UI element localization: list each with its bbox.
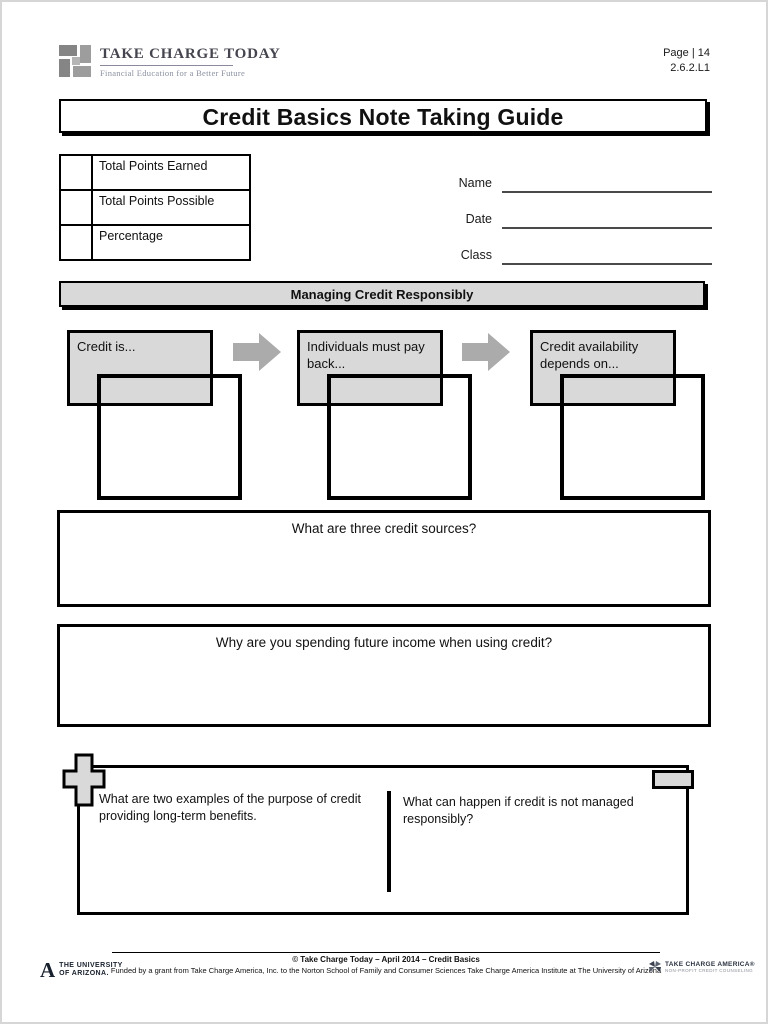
plus-icon — [62, 753, 106, 807]
name-label: Name — [458, 176, 492, 190]
percentage-label: Percentage — [91, 224, 251, 261]
ua-block-a-icon: A — [40, 958, 56, 982]
take-charge-america-logo: TAKE CHARGE AMERICA® NON-PROFIT CREDIT C… — [648, 960, 755, 974]
arrow-right-icon — [462, 333, 510, 371]
brand-logo: TAKE CHARGE TODAY Financial Education fo… — [58, 44, 281, 78]
question-long-term-benefits: What are two examples of the purpose of … — [99, 792, 361, 823]
page-info: Page | 14 2.6.2.L1 — [663, 46, 710, 76]
answer-box-must-pay-back — [327, 374, 472, 500]
footer-funding: Funded by a grant from Take Charge Ameri… — [110, 966, 662, 975]
minus-icon — [652, 770, 694, 789]
flow-box-credit-is: Credit is... — [67, 330, 213, 406]
class-label: Class — [460, 248, 492, 262]
tca-pinwheel-icon — [649, 961, 661, 972]
points-earned-label: Total Points Earned — [91, 154, 251, 191]
pros-cons-box — [77, 765, 689, 915]
class-blank-line — [502, 263, 712, 265]
page-title: Credit Basics Note Taking Guide — [59, 99, 707, 133]
percentage-blank-cell — [59, 224, 93, 261]
name-blank-line — [502, 191, 712, 193]
date-label: Date — [465, 212, 492, 226]
date-blank-line — [502, 227, 712, 229]
brand-rule — [100, 65, 233, 66]
university-of-arizona-logo: A THE UNIVERSITY OF ARIZONA. — [40, 959, 123, 981]
points-possible-blank-cell — [59, 189, 93, 226]
points-possible-label: Total Points Possible — [91, 189, 251, 226]
ua-name-line1: THE UNIVERSITY — [59, 962, 123, 969]
score-table: Total Points Earned Total Points Possibl… — [59, 154, 251, 261]
question-box-credit-sources: What are three credit sources? — [57, 510, 711, 607]
arrow-right-icon — [233, 333, 281, 371]
footer-rule — [112, 952, 660, 953]
section-header: Managing Credit Responsibly — [59, 281, 705, 307]
brand-blocks-icon — [59, 45, 91, 77]
tca-name: TAKE CHARGE AMERICA® — [665, 961, 755, 968]
brand-name: TAKE CHARGE TODAY — [100, 46, 281, 62]
brand-tagline: Financial Education for a Better Future — [100, 68, 246, 78]
answer-box-availability — [560, 374, 705, 500]
points-earned-blank-cell — [59, 154, 93, 191]
question-text: What are three credit sources? — [291, 521, 477, 536]
question-box-future-income: Why are you spending future income when … — [57, 624, 711, 727]
ua-name-line2: OF ARIZONA. — [59, 970, 109, 977]
table-row: Total Points Earned — [59, 154, 251, 191]
answer-box-credit-is — [97, 374, 242, 500]
footer-copyright: © Take Charge Today – April 2014 – Credi… — [292, 955, 480, 964]
flow-box-availability: Credit availability depends on... — [530, 330, 676, 406]
question-text: Why are you spending future income when … — [215, 635, 553, 650]
question-not-managed: What can happen if credit is not managed… — [403, 795, 634, 826]
tca-tagline: NON-PROFIT CREDIT COUNSELING — [665, 968, 754, 973]
flow-box-must-pay-back: Individuals must pay back... — [297, 330, 443, 406]
page-number: Page | 14 — [663, 47, 710, 59]
column-divider — [387, 791, 391, 892]
table-row: Total Points Possible — [59, 189, 251, 226]
lesson-code: 2.6.2.L1 — [670, 62, 710, 74]
table-row: Percentage — [59, 224, 251, 261]
